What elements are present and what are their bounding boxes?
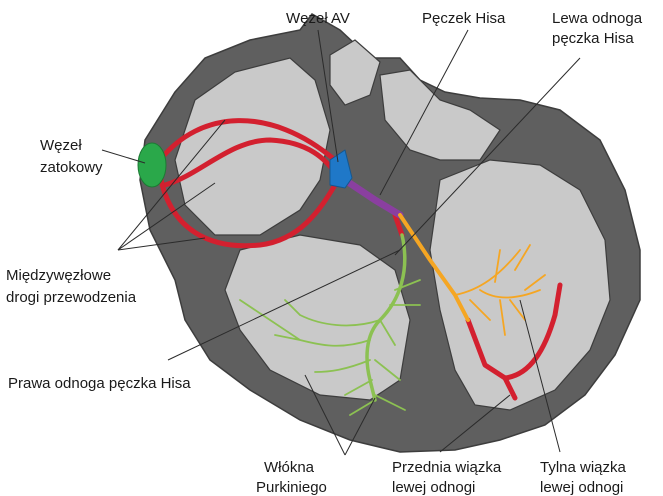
label-av-node: Węzeł AV (286, 10, 350, 27)
heart-anatomy (140, 14, 640, 452)
label-his-bundle: Pęczek Hisa (422, 10, 506, 27)
label-anterior-1: Przednia wiązka (392, 459, 502, 476)
label-anterior-2: lewej odnogi (392, 479, 475, 496)
label-posterior-1: Tylna wiązka (540, 459, 627, 476)
label-sa-node-2: zatokowy (40, 159, 103, 176)
sa-node (138, 143, 166, 187)
label-internodal-1: Międzywęzłowe (6, 267, 111, 284)
label-sa-node-1: Węzeł (40, 137, 82, 154)
label-purkinje-2: Purkiniego (256, 479, 327, 496)
label-internodal-2: drogi przewodzenia (6, 289, 137, 306)
label-purkinje-1: Włókna (264, 459, 315, 476)
label-left-branch-2: pęczka Hisa (552, 30, 634, 47)
label-left-branch-1: Lewa odnoga (552, 10, 643, 27)
label-right-branch: Prawa odnoga pęczka Hisa (8, 375, 191, 392)
label-posterior-2: lewej odnogi (540, 479, 623, 496)
